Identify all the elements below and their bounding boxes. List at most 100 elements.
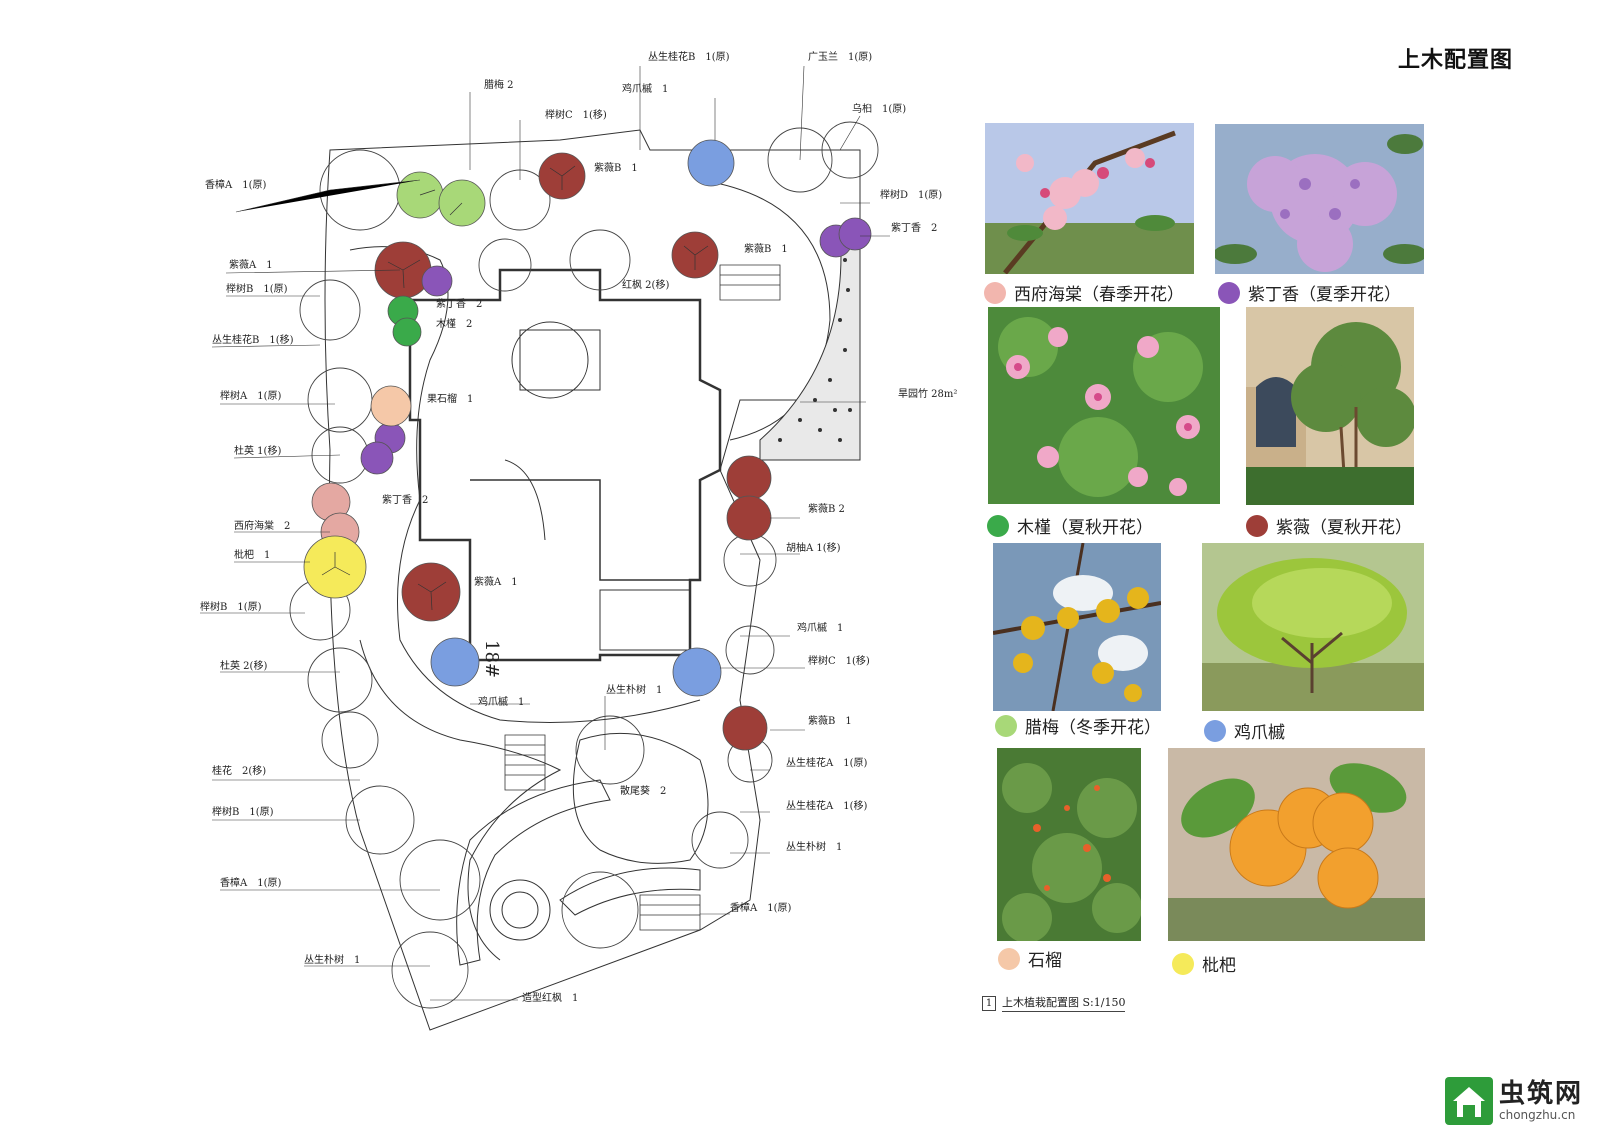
photo-shiliu [997, 748, 1141, 941]
shiliu-marker [370, 385, 412, 427]
zidingxiang-marker [838, 217, 872, 251]
curved-walk [559, 867, 701, 916]
label-jushu-c-right: 榉树C 1(移) [808, 656, 870, 667]
label-guang-yulan: 广玉兰 1(原) [808, 52, 873, 63]
legend-dot [1204, 719, 1226, 742]
legend-ziwei: 紫薇（夏秋开花） [1246, 513, 1412, 538]
legend-label: 紫丁香（夏季开花） [1248, 285, 1401, 305]
label-xifuhaitang: 西府海棠 2 [234, 521, 291, 532]
jizhaoqi-marker [687, 139, 735, 187]
label-xiangzhang-a-left: 香樟A 1(原) [220, 878, 282, 889]
house-outline [408, 268, 722, 662]
label-guihua-2: 桂花 2(移) [212, 766, 267, 777]
jizhaoqi-marker [430, 637, 480, 687]
legend-dot [998, 947, 1020, 970]
mujin-marker [392, 317, 422, 347]
photo-zidingxiang [1215, 124, 1424, 274]
label-guo-shiliu: 果石榴 1 [427, 394, 474, 405]
label-sanweikui: 散尾葵 2 [620, 786, 667, 797]
legend-label: 枇杷 [1202, 956, 1236, 976]
label-lamei-top: 腊梅 2 [484, 80, 514, 91]
drawing-number: 1 [982, 995, 996, 1011]
legend-xifuhaitang: 西府海棠（春季开花） [984, 280, 1184, 305]
label-jizhaoqi-right: 鸡爪槭 1 [797, 623, 844, 634]
photo-ziwei [1246, 307, 1414, 505]
lawn-outline [572, 732, 709, 864]
label-duying-2: 杜英 2(移) [220, 661, 268, 672]
ziwei-marker [726, 455, 772, 501]
label-ziwei-a-lower: 紫薇A 1 [474, 577, 518, 588]
label-ziwei-a-top: 紫薇A 1 [229, 260, 273, 271]
page-title: 上木配置图 [1398, 48, 1514, 73]
watermark-cn: 虫筑网 [1499, 1079, 1584, 1109]
zidingxiang-marker [360, 441, 394, 475]
label-zaoxing-hongfeng: 造型红枫 1 [522, 993, 579, 1004]
legend-label: 木槿（夏秋开花） [1017, 518, 1153, 538]
drawing-title: 上木植栽配置图 S:1/150 [1002, 994, 1126, 1012]
label-cong-pushu-right: 丛生朴树 1 [786, 842, 843, 853]
label-zaoyuanzhu: 旱园竹 28m² [898, 389, 958, 400]
zidingxiang-marker [421, 265, 453, 297]
curved-walk [456, 779, 611, 966]
legend-zidingxiang: 紫丁香（夏季开花） [1218, 280, 1401, 305]
drawing-caption: 1 上木植栽配置图 S:1/150 [982, 994, 1126, 1012]
garden-path [359, 639, 562, 961]
label-cong-pushu-bottom: 丛生朴树 1 [304, 955, 361, 966]
label-cong-guihua-b-left: 丛生桂花B 1(移) [212, 335, 294, 346]
label-jushu-b-bottom: 榉树B 1(原) [212, 807, 274, 818]
label-ziwei-b-low: 紫薇B 1 [808, 716, 852, 727]
label-wujiu: 乌桕 1(原) [852, 104, 907, 115]
legend-pipa: 枇杷 [1172, 951, 1236, 976]
label-jushu-b-left: 榉树B 1(原) [200, 602, 262, 613]
label-xiangzhang-a-top: 香樟A 1(原) [205, 180, 267, 191]
label-cong-pushu-mid: 丛生朴树 1 [606, 685, 663, 696]
label-zidingxiang-lower: 紫丁香 2 [382, 495, 429, 506]
label-jizhaoqi-bottom: 鸡爪槭 1 [478, 697, 525, 708]
legend-jizhaoqi: 鸡爪槭 [1204, 718, 1285, 743]
label-pipa: 枇杷 1 [234, 550, 271, 561]
right-lawn-arc [699, 179, 831, 441]
label-ziwei-b-top: 紫薇B 1 [594, 163, 638, 174]
label-zidingxiang-right: 紫丁香 2 [891, 223, 938, 234]
label-hongfeng: 红枫 2(移) [622, 280, 670, 291]
photo-pipa [1168, 748, 1425, 941]
label-husheng-a: 胡柚A 1(移) [786, 543, 841, 554]
label-cong-guihua-a-1: 丛生桂花A 1(原) [786, 758, 868, 769]
legend-shiliu: 石榴 [998, 946, 1062, 971]
house-number: 18# [481, 640, 502, 678]
legend-dot [1172, 952, 1194, 975]
legend-label: 腊梅（冬季开花） [1025, 718, 1161, 738]
label-cong-guihua-b-top: 丛生桂花B 1(原) [648, 52, 730, 63]
label-jizhaoqi-top: 鸡爪槭 1 [622, 84, 669, 95]
legend-label: 紫薇（夏秋开花） [1276, 518, 1412, 538]
photo-xifuhaitang [985, 123, 1194, 274]
photo-mujin [988, 307, 1220, 504]
jizhaoqi-marker [672, 647, 722, 697]
house-logo-icon [1445, 1077, 1493, 1125]
label-jushu-b-top: 榉树B 1(原) [226, 284, 288, 295]
legend-lamei: 腊梅（冬季开花） [995, 713, 1161, 738]
label-mujin: 木槿 2 [436, 319, 473, 330]
legend-dot [984, 281, 1006, 304]
legend-label: 鸡爪槭 [1234, 723, 1285, 743]
photo-jizhaoqi [1202, 543, 1424, 711]
label-zidingxiang-inner: 紫丁香 2 [436, 299, 483, 310]
label-jushu-a: 榉树A 1(原) [220, 391, 282, 402]
ziwei-marker [726, 495, 772, 541]
ziwei-marker [722, 705, 768, 751]
photo-lamei [993, 543, 1161, 711]
label-jushu-d: 榉树D 1(原) [880, 190, 943, 201]
label-jushu-c-top: 榉树C 1(移) [545, 110, 607, 121]
label-xiangzhang-a-right: 香樟A 1(原) [730, 903, 792, 914]
label-cong-guihua-a-2: 丛生桂花A 1(移) [786, 801, 868, 812]
watermark: 虫筑网 chongzhu.cn [1445, 1077, 1583, 1125]
label-duying: 杜英 1(移) [234, 446, 282, 457]
bamboo-area [759, 229, 861, 461]
legend-dot [1218, 281, 1240, 304]
legend-label: 西府海棠（春季开花） [1014, 285, 1184, 305]
legend-dot [995, 714, 1017, 737]
legend-mujin: 木槿（夏秋开花） [987, 513, 1153, 538]
legend-label: 石榴 [1028, 951, 1062, 971]
label-ziwei-b-right: 紫薇B 2 [808, 504, 845, 515]
site-plan: 18# [200, 65, 890, 1031]
